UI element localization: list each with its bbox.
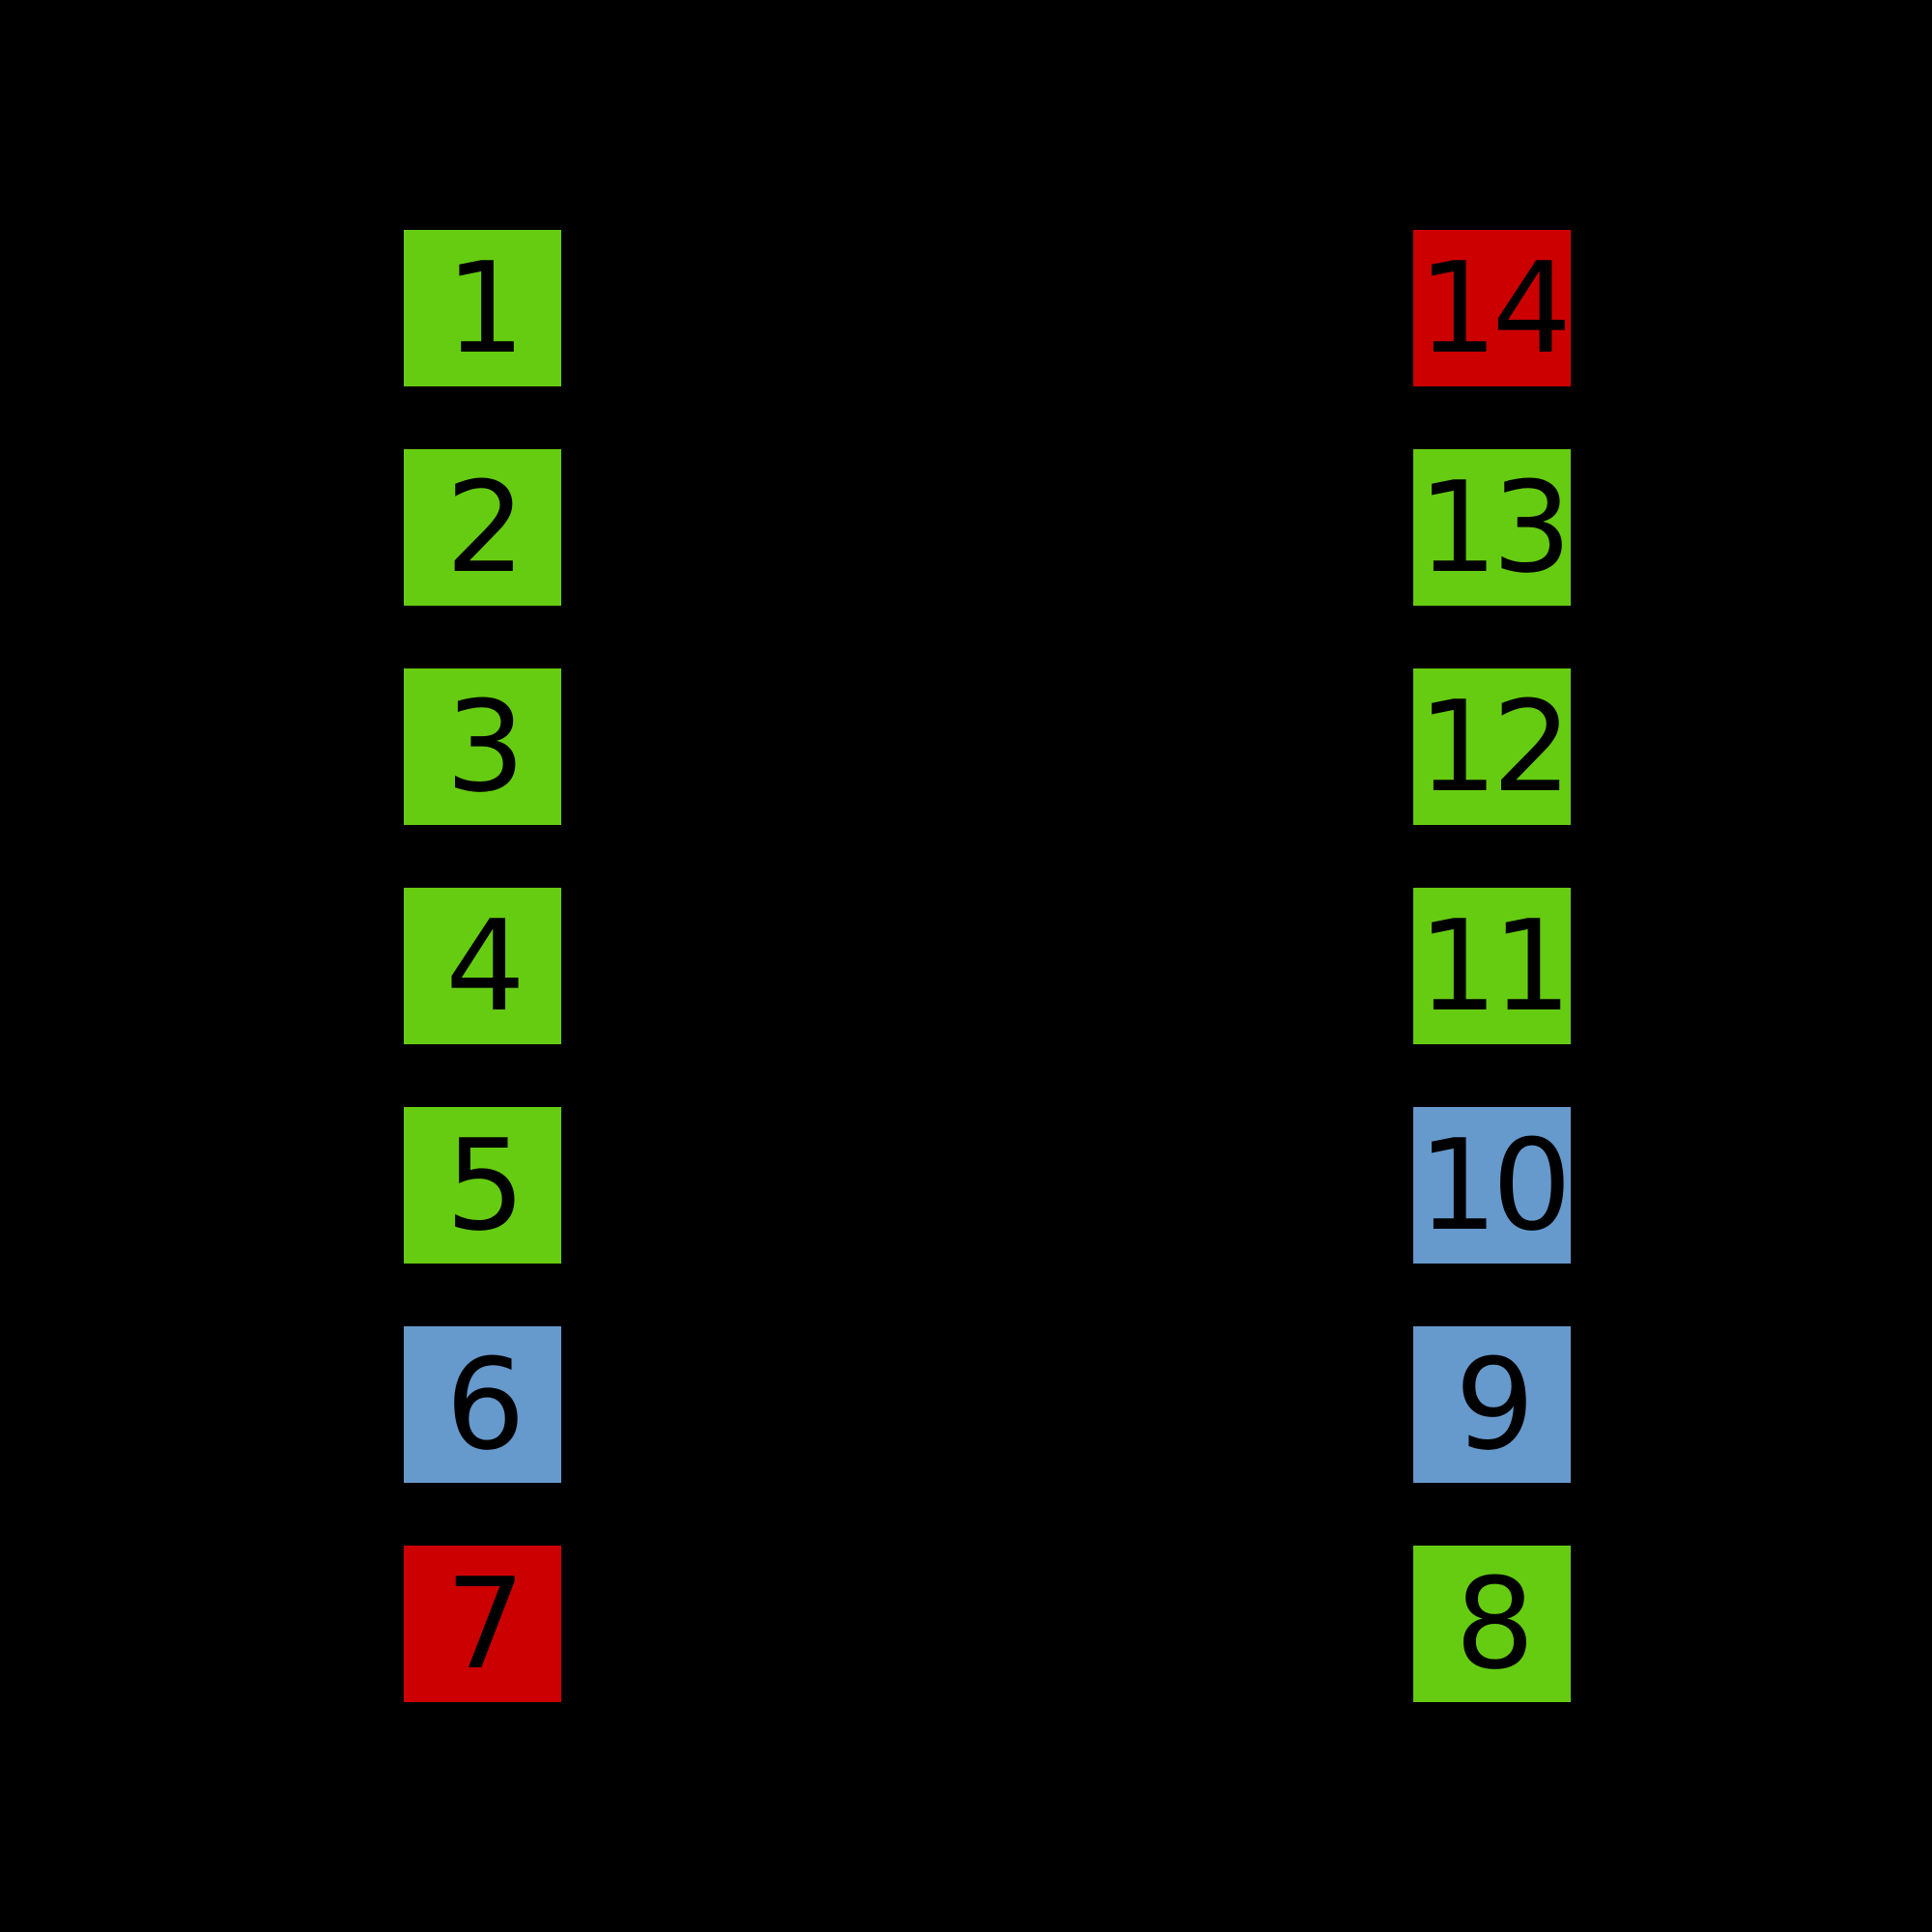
pin-square: 2 xyxy=(404,449,561,606)
pin-number: 9 xyxy=(1455,1331,1535,1478)
pin-number: 5 xyxy=(445,1112,526,1259)
left-pin-column: 1 2 3 4 5 6 7 xyxy=(404,230,561,1702)
pin-number: 3 xyxy=(445,673,526,820)
pin-square: 8 xyxy=(1413,1546,1571,1702)
pin-square: 12 xyxy=(1413,668,1572,825)
right-pin-column: 14 13 12 11 10 9 8 xyxy=(1413,230,1572,1702)
pin-square: 9 xyxy=(1413,1326,1571,1483)
pin-number: 4 xyxy=(445,893,526,1039)
pin-square: 1 xyxy=(404,230,561,386)
pin-square: 13 xyxy=(1413,449,1572,606)
pin-square: 3 xyxy=(404,668,561,825)
pin-number: 12 xyxy=(1417,673,1572,820)
pin-square: 7 xyxy=(404,1546,561,1702)
pin-square: 11 xyxy=(1413,888,1572,1044)
pin-number: 1 xyxy=(445,235,526,382)
pin-number: 14 xyxy=(1417,235,1572,382)
pin-number: 2 xyxy=(445,454,526,601)
pin-square: 5 xyxy=(404,1107,561,1264)
pin-square: 6 xyxy=(404,1326,561,1483)
pin-square: 10 xyxy=(1413,1107,1572,1264)
pin-number: 10 xyxy=(1417,1112,1572,1259)
pin-square: 14 xyxy=(1413,230,1572,386)
pin-number: 7 xyxy=(445,1550,526,1697)
pin-number: 6 xyxy=(445,1331,526,1478)
pin-square: 4 xyxy=(404,888,561,1044)
pin-number: 8 xyxy=(1455,1550,1535,1697)
pin-number: 11 xyxy=(1417,893,1572,1039)
pin-number: 13 xyxy=(1417,454,1572,601)
